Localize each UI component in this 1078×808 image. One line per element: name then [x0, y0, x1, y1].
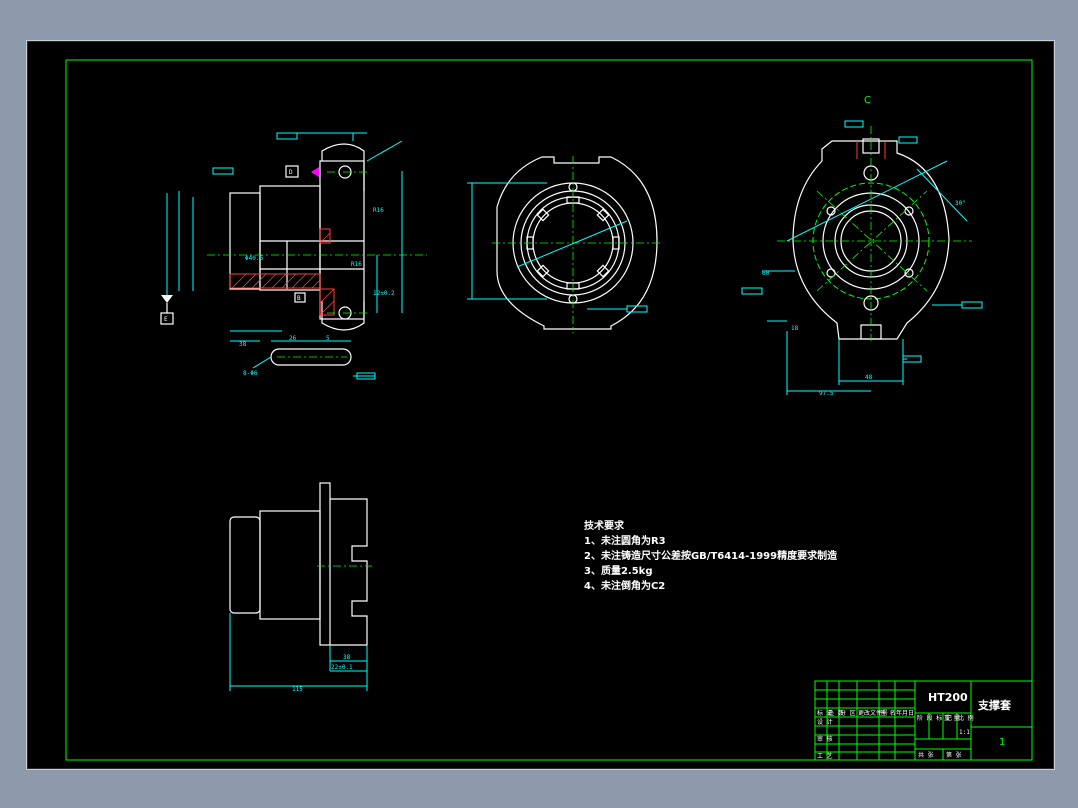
stage-label: 阶 段 标 记 [917, 714, 952, 722]
dim-side-b: 48 [865, 374, 873, 381]
dim-front-a: 38 [239, 341, 247, 348]
cad-drawing: D E B 38 26 5 8-Φ6 Φ40.6 R16 R16 12±0.2 [65, 59, 1033, 761]
front-section-view: D E B 38 26 5 8-Φ6 Φ40.6 R16 R16 12±0.2 [160, 132, 427, 380]
view-label-c: C [864, 95, 871, 106]
drawing-sheet: D E B 38 26 5 8-Φ6 Φ40.6 R16 R16 12±0.2 [26, 40, 1055, 770]
weight-label: 重 量 [944, 714, 960, 722]
title-block: 标 记 设 计 审 核 工 艺 处 数 分 区 更改文件号 签 名 年月日 HT… [814, 680, 1033, 761]
note-4: 4、未注倒角为C2 [584, 579, 665, 592]
note-1: 1、未注圆角为R3 [584, 534, 666, 547]
row-label-mark: 标 记 [817, 709, 833, 717]
sheet-index: 第 张 [946, 751, 962, 759]
datum-e: E [164, 316, 168, 323]
row-label-design: 设 计 [817, 718, 833, 726]
side-view: C 97.5 48 60 1 [741, 95, 983, 397]
technical-notes: 技术要求 1、未注圆角为R3 2、未注铸造尺寸公差按GB/T6414-1999精… [584, 519, 838, 592]
col-label-date: 年月日 [896, 709, 914, 717]
datum-d: D [289, 169, 293, 176]
sheet-total: 共 张 [918, 751, 934, 759]
dim-front-c: 5 [326, 335, 330, 342]
scale-value: 1:1 [959, 729, 970, 736]
col-label-count: 处 数 [828, 709, 844, 717]
dim-side-a: 97.5 [819, 390, 834, 397]
note-3: 3、质量2.5kg [584, 564, 652, 577]
dim-front-b: 26 [289, 335, 297, 342]
dim-side-e: 30° [955, 200, 966, 207]
dim-bottom-sub: 38 [343, 654, 351, 661]
sheet-number: 1 [999, 737, 1005, 748]
dim-bottom-tol: 22±0.1 [331, 664, 353, 671]
material: HT200 [928, 691, 968, 704]
row-label-review: 审 核 [817, 735, 833, 743]
dim-front-e: Φ40.6 [245, 255, 263, 262]
col-label-zone: 分 区 [840, 709, 856, 717]
notes-title: 技术要求 [584, 519, 625, 532]
col-label-docno: 更改文件号 [858, 709, 888, 717]
col-label-sign: 签 名 [880, 709, 896, 717]
scale-label: 比 例 [958, 714, 974, 722]
inner-frame [65, 59, 1033, 761]
dim-front-g: R16 [351, 261, 362, 268]
end-view [467, 156, 662, 333]
dim-side-d: 18 [791, 325, 799, 332]
outer-view: 115 38 22±0.1 [229, 482, 372, 693]
note-2: 2、未注铸造尺寸公差按GB/T6414-1999精度要求制造 [584, 549, 838, 562]
dim-front-d: 8-Φ6 [243, 370, 258, 377]
row-label-process: 工 艺 [817, 752, 833, 760]
dim-front-f: R16 [373, 207, 384, 214]
datum-b: B [297, 295, 301, 302]
part-name: 支撑套 [977, 698, 1012, 712]
dim-side-c: 60 [762, 270, 770, 277]
dim-front-h: 12±0.2 [373, 290, 395, 297]
dim-bottom-len: 115 [292, 686, 303, 693]
